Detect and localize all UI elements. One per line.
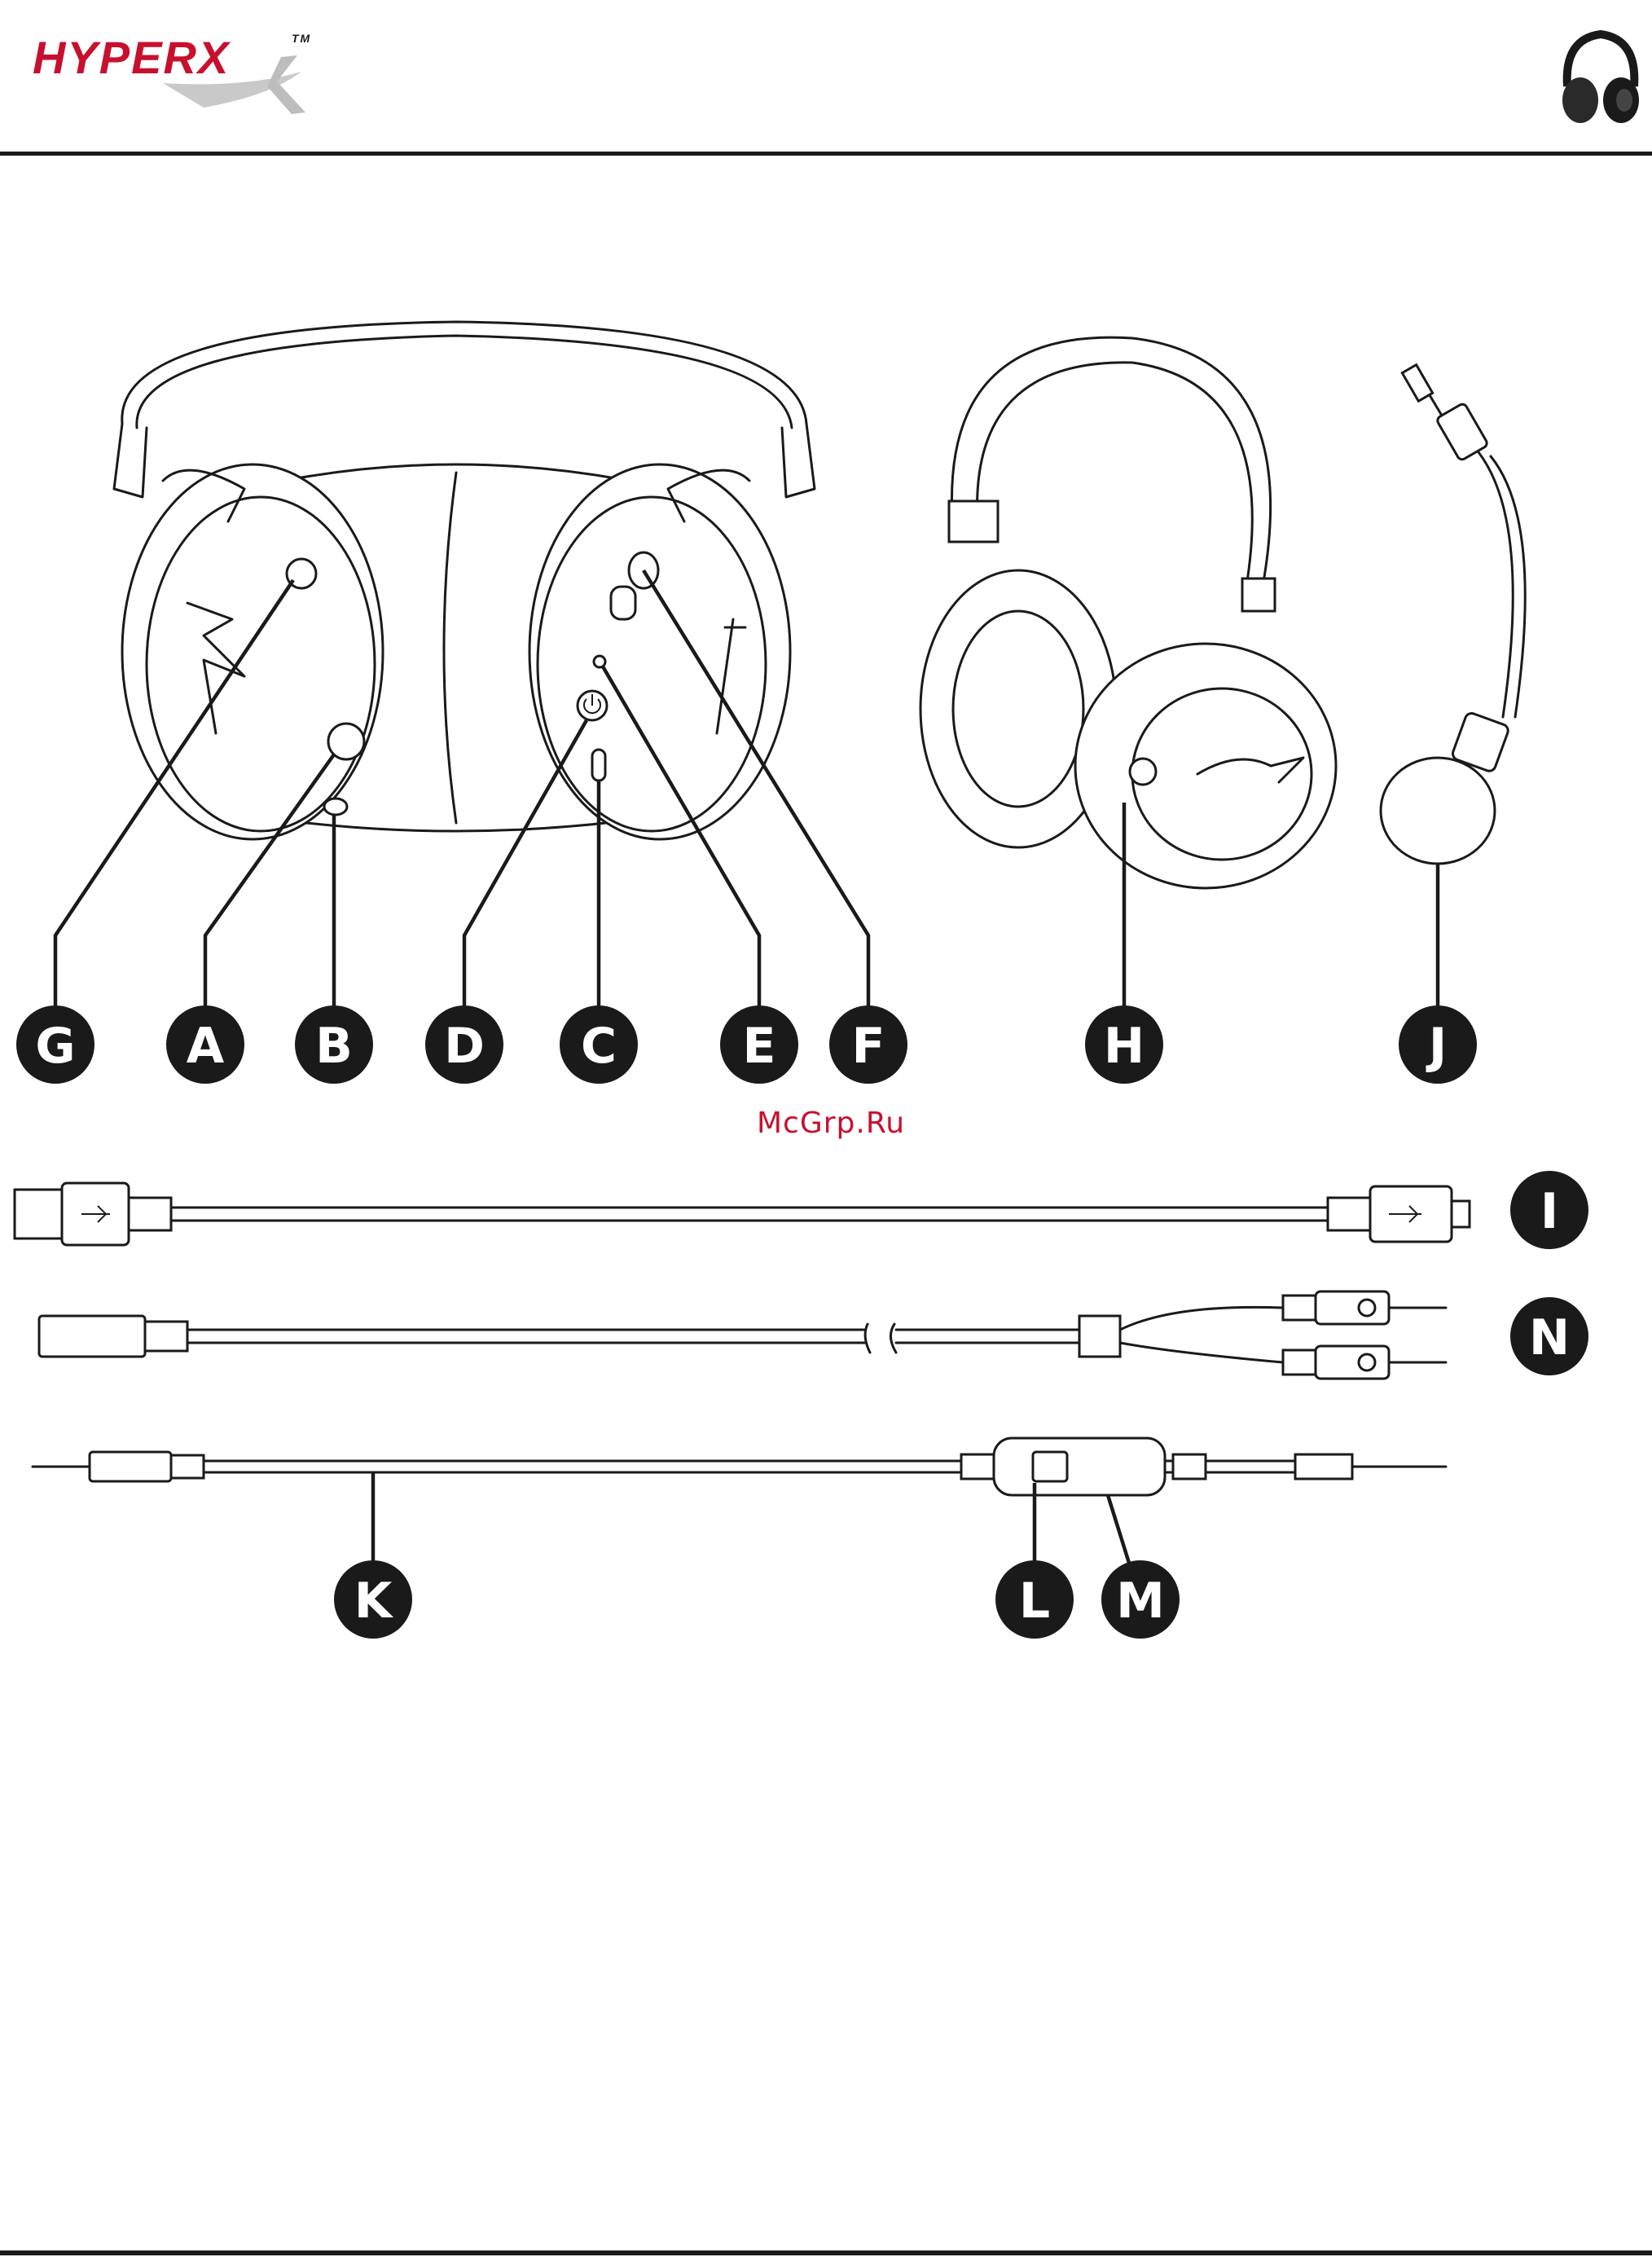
callout-badge-f: F <box>829 1005 907 1084</box>
callout-badge-c: C <box>560 1005 638 1084</box>
callout-badge-l: L <box>995 1560 1074 1639</box>
svg-text:J: J <box>1426 1018 1447 1075</box>
mic-jack <box>324 799 347 815</box>
svg-text:D: D <box>444 1018 485 1075</box>
svg-text:E: E <box>743 1018 776 1075</box>
callout-badge-m: M <box>1101 1560 1180 1639</box>
svg-text:A: A <box>187 1018 225 1075</box>
callout-badge-a: A <box>166 1005 244 1084</box>
callout-badge-e: E <box>720 1005 798 1084</box>
svg-text:M: M <box>1116 1573 1165 1630</box>
svg-text:N: N <box>1529 1309 1570 1366</box>
callout-badge-h: H <box>1085 1005 1163 1084</box>
svg-text:C: C <box>581 1018 617 1075</box>
detachable-microphone <box>1381 365 1525 864</box>
callout-badge-d: D <box>425 1005 503 1084</box>
microphone-icon <box>1359 1300 1375 1316</box>
callout-badge-i: I <box>1510 1171 1588 1249</box>
usb-cable <box>15 1183 1470 1245</box>
watermark-text: McGrp.Ru <box>717 1107 945 1140</box>
mic-port <box>1130 759 1156 785</box>
callout-badge-b: B <box>295 1005 373 1084</box>
inline-audio-cable <box>33 1438 1446 1495</box>
side-view-headset <box>920 337 1336 888</box>
svg-text:H: H <box>1104 1018 1145 1075</box>
front-view-headset <box>114 322 815 839</box>
svg-text:I: I <box>1540 1183 1558 1240</box>
svg-text:B: B <box>315 1018 353 1075</box>
pc-splitter-cable <box>39 1291 1446 1379</box>
callout-badge-g: G <box>16 1005 94 1084</box>
callout-badge-k: K <box>334 1560 412 1639</box>
inline-control-box <box>994 1438 1165 1495</box>
headphone-icon <box>1359 1354 1375 1370</box>
svg-text:K: K <box>354 1573 394 1630</box>
mic-mute-switch <box>1033 1452 1067 1481</box>
status-led <box>594 656 605 667</box>
svg-text:F: F <box>852 1018 885 1075</box>
usb-port <box>592 750 605 781</box>
callout-badge-j: J <box>1399 1005 1477 1084</box>
volume-wheel <box>328 724 364 759</box>
svg-text:G: G <box>35 1018 75 1075</box>
footer-rule <box>0 2250 1652 2255</box>
callout-badge-n: N <box>1510 1297 1588 1375</box>
svg-text:L: L <box>1019 1573 1050 1630</box>
